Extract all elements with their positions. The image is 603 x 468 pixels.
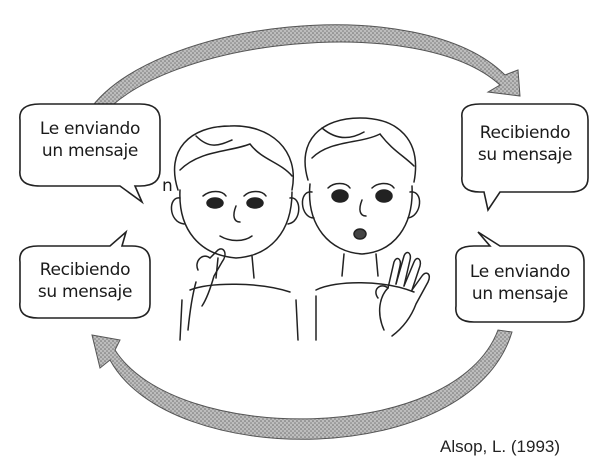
child-right-illustration <box>301 117 431 341</box>
bubble-line: Le enviando <box>39 119 141 139</box>
bubble-text-top-left: Le enviando un mensaje <box>24 118 156 162</box>
bubble-text-bottom-left: Recibiendo su mensaje <box>22 259 148 303</box>
bubble-line: su mensaje <box>37 282 133 302</box>
bubble-line: un mensaje <box>41 141 139 161</box>
speech-bubble-top-left <box>19 103 161 205</box>
bubble-text-bottom-right: Le enviando un mensaje <box>458 261 582 305</box>
bubble-text-top-right: Recibiendo su mensaje <box>464 122 586 166</box>
bubble-line: un mensaje <box>471 284 569 304</box>
citation: Alsop, L. (1993) <box>440 437 561 456</box>
speech-bubble-bottom-left <box>19 229 151 319</box>
bubble-line: Recibiendo <box>479 123 571 143</box>
bottom-cycle-arrow <box>91 329 513 440</box>
bubble-line: Le enviando <box>469 262 571 282</box>
speech-bubble-bottom-right <box>455 231 585 323</box>
top-cycle-arrow <box>87 24 521 119</box>
child-left-illustration <box>170 125 300 341</box>
stray-letter: n <box>162 176 173 196</box>
speech-bubble-top-right <box>461 103 589 213</box>
bubble-line: Recibiendo <box>39 260 131 280</box>
bubble-line: su mensaje <box>477 145 573 165</box>
